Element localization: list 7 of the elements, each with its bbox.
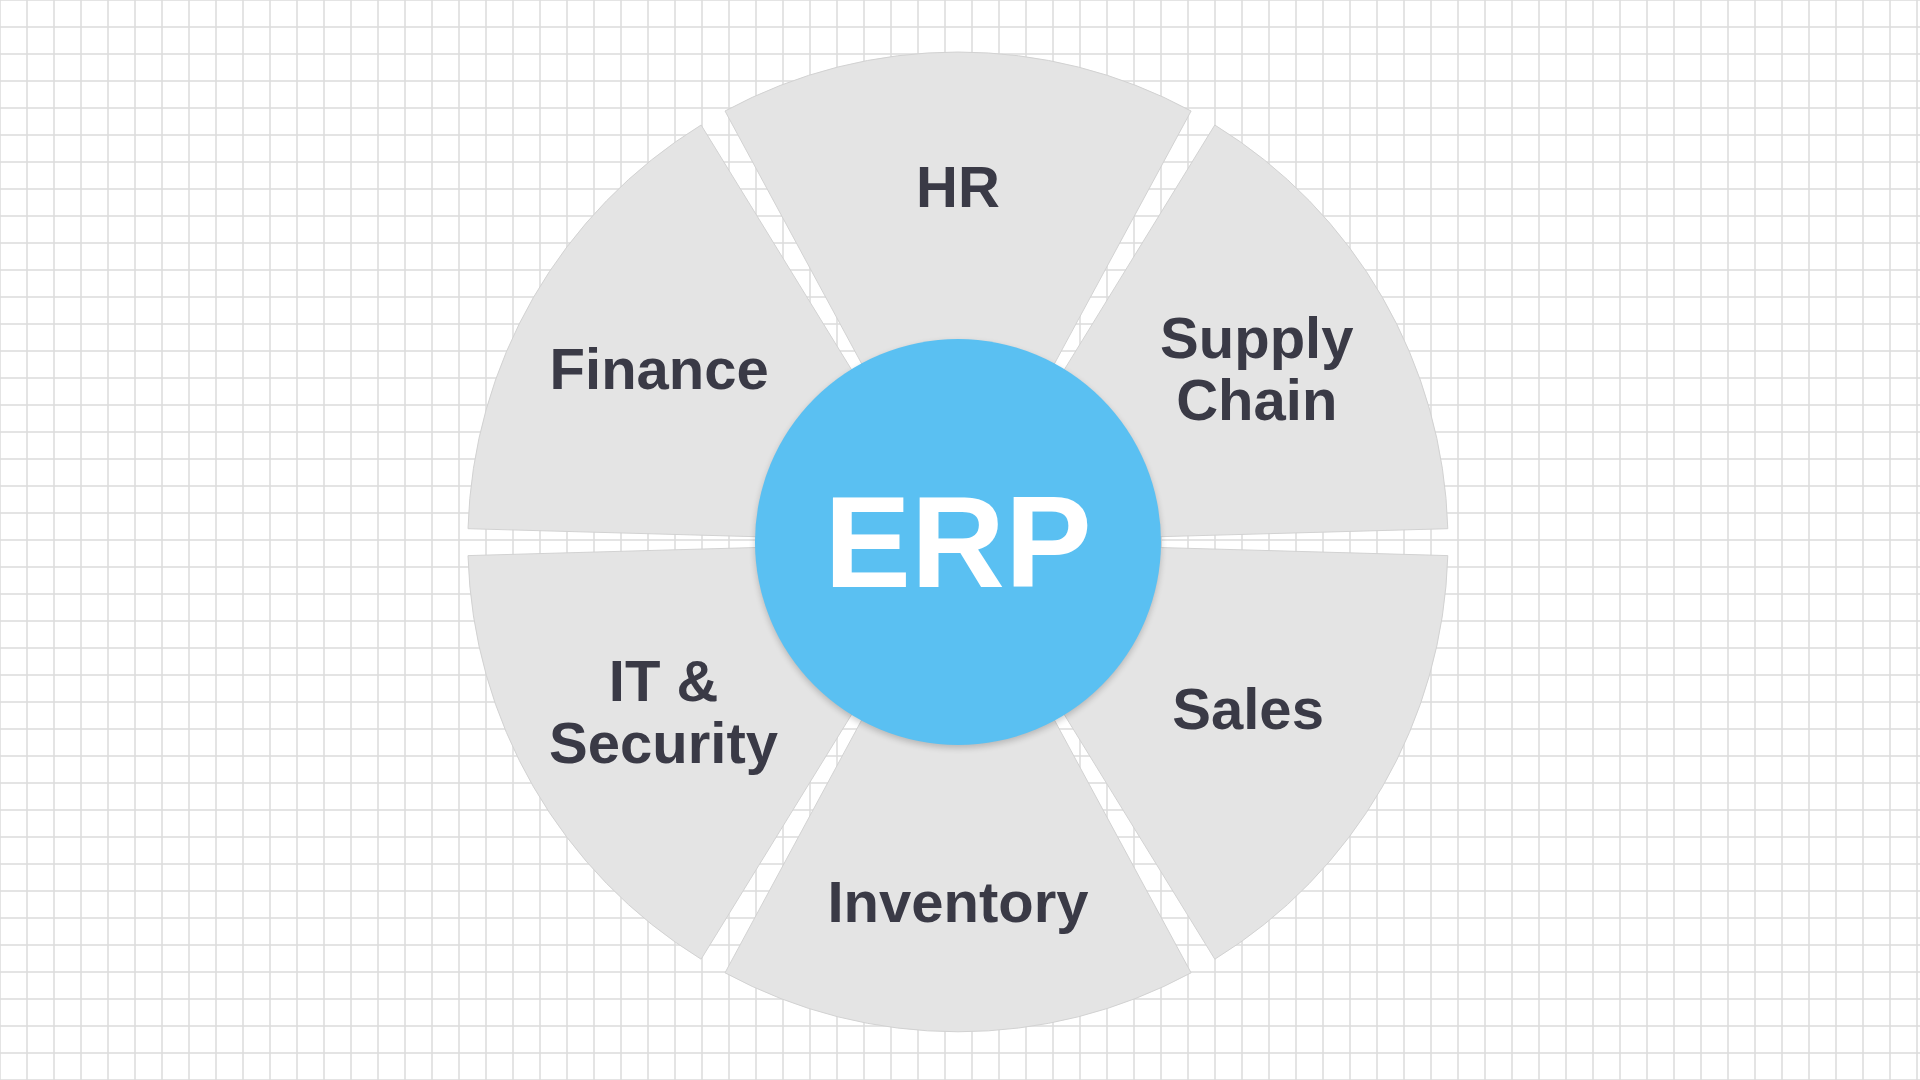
- segment-label: HR: [915, 156, 1001, 218]
- hub-label: ERP: [824, 468, 1092, 617]
- segment-label: Finance: [548, 338, 770, 401]
- segment-label: IT & Security: [548, 650, 779, 774]
- segment-label: Inventory: [826, 871, 1090, 933]
- segment-label: Sales: [1171, 678, 1325, 741]
- segment-label: Supply Chain: [1159, 307, 1355, 432]
